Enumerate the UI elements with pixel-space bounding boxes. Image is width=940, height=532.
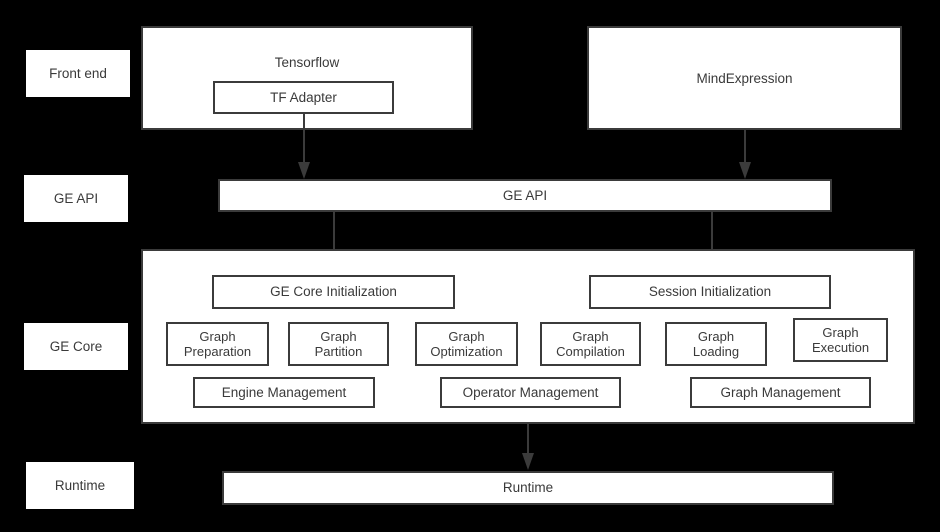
ge-core-initialization-box[interactable]: GE Core Initialization	[212, 275, 455, 309]
tensorflow-title: Tensorflow	[274, 55, 340, 70]
graph-loading-box[interactable]: Graph Loading	[665, 322, 767, 366]
tf-adapter-box[interactable]: TF Adapter	[213, 81, 394, 114]
operator-management-box[interactable]: Operator Management	[440, 377, 621, 408]
layer-label-ge-api: GE API	[24, 175, 128, 222]
engine-management-label: Engine Management	[221, 384, 347, 400]
layer-label-ge-api-text: GE API	[53, 190, 99, 206]
graph-management-label: Graph Management	[720, 384, 841, 400]
ge-api-box[interactable]: GE API	[218, 179, 832, 212]
graph-management-box[interactable]: Graph Management	[690, 377, 871, 408]
layer-label-ge-core: GE Core	[24, 323, 128, 370]
session-initialization-box[interactable]: Session Initialization	[589, 275, 831, 309]
layer-label-runtime: Runtime	[26, 462, 134, 509]
ge-core-initialization-label: GE Core Initialization	[270, 284, 397, 300]
graph-preparation-box[interactable]: Graph Preparation	[166, 322, 269, 366]
graph-optimization-label: Graph Optimization	[430, 328, 503, 359]
arrow-ge-core-to-runtime	[520, 424, 536, 471]
runtime-label: Runtime	[502, 480, 554, 496]
arrow-mindexpression-to-ge-api	[737, 130, 753, 180]
graph-loading-label: Graph Loading	[692, 328, 740, 359]
tf-adapter-label: TF Adapter	[270, 89, 337, 105]
layer-label-ge-core-text: GE Core	[49, 338, 103, 354]
graph-preparation-label: Graph Preparation	[183, 328, 252, 359]
mindexpression-container	[587, 26, 902, 130]
arrow-tf-adapter-to-ge-api	[296, 114, 312, 180]
graph-compilation-label: Graph Compilation	[556, 328, 625, 359]
graph-partition-box[interactable]: Graph Partition	[288, 322, 389, 366]
graph-partition-label: Graph Partition	[314, 328, 363, 359]
layer-label-front-end-text: Front end	[49, 65, 107, 81]
engine-management-box[interactable]: Engine Management	[193, 377, 375, 408]
graph-optimization-box[interactable]: Graph Optimization	[415, 322, 518, 366]
graph-compilation-box[interactable]: Graph Compilation	[540, 322, 641, 366]
graph-execution-label: Graph Execution	[811, 324, 870, 355]
runtime-box[interactable]: Runtime	[222, 471, 834, 505]
layer-label-front-end: Front end	[26, 50, 130, 97]
ge-api-label: GE API	[502, 187, 548, 203]
mindexpression-title: MindExpression	[696, 71, 793, 86]
layer-label-runtime-text: Runtime	[54, 477, 106, 493]
operator-management-label: Operator Management	[462, 384, 599, 400]
session-initialization-label: Session Initialization	[648, 284, 772, 300]
graph-execution-box[interactable]: Graph Execution	[793, 318, 888, 362]
